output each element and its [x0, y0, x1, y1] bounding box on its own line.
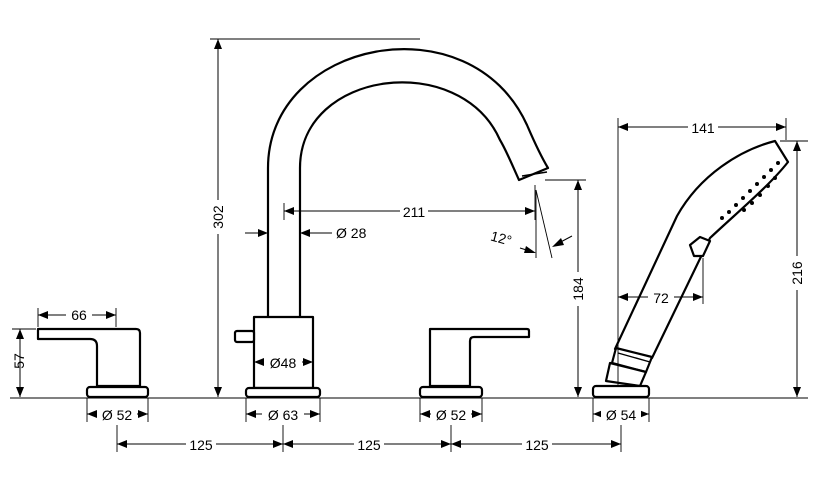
dimension-spout-diameter: Ø 28 [245, 225, 367, 241]
dimension-body-diameter: Ø48 [254, 353, 313, 371]
dimension-spout-reach: 211 [283, 185, 536, 220]
handshower [591, 139, 790, 399]
dimension-spacing-row: 125 125 125 [116, 425, 622, 453]
label-base-left-handle: Ø 52 [102, 407, 133, 423]
dimension-handle-height: 57 [11, 328, 36, 397]
label-handshower-reach: 141 [691, 120, 715, 136]
label-base-spout: Ø 63 [268, 407, 299, 423]
label-base-handshower: Ø 54 [606, 407, 637, 423]
dimension-handshower-height: 216 [780, 140, 808, 397]
dimension-spout-tilt: 12° [489, 189, 573, 259]
label-handshower-grip: 72 [653, 290, 669, 306]
label-spout-diameter: Ø 28 [336, 225, 367, 241]
dimension-base-right-handle: Ø 52 [419, 398, 483, 423]
spout [233, 48, 550, 399]
label-outlet-height: 184 [570, 277, 586, 301]
label-handle-height: 57 [11, 353, 27, 369]
dimension-spout-height: 302 [210, 38, 420, 397]
dimension-outlet-height: 184 [545, 179, 586, 397]
dimension-handshower-reach: 141 [617, 118, 787, 386]
label-spacing-1: 125 [189, 437, 213, 453]
label-base-right-handle: Ø 52 [436, 407, 467, 423]
dimension-base-handshower: Ø 54 [592, 398, 650, 423]
label-body-diameter: Ø48 [270, 355, 297, 371]
label-spout-height: 302 [210, 205, 226, 229]
label-handle-width: 66 [71, 307, 87, 323]
dimension-base-left-handle: Ø 52 [86, 398, 149, 423]
right-handle [418, 327, 531, 399]
label-spout-tilt: 12° [489, 228, 514, 249]
dimension-handle-width: 66 [37, 305, 117, 327]
dimension-handshower-grip: 72 [618, 258, 704, 306]
left-handle [36, 327, 150, 399]
label-spout-reach: 211 [403, 204, 426, 220]
label-spacing-2: 125 [357, 437, 381, 453]
label-handshower-height: 216 [789, 261, 805, 285]
dimension-base-spout: Ø 63 [245, 398, 321, 423]
label-spacing-3: 125 [525, 437, 549, 453]
